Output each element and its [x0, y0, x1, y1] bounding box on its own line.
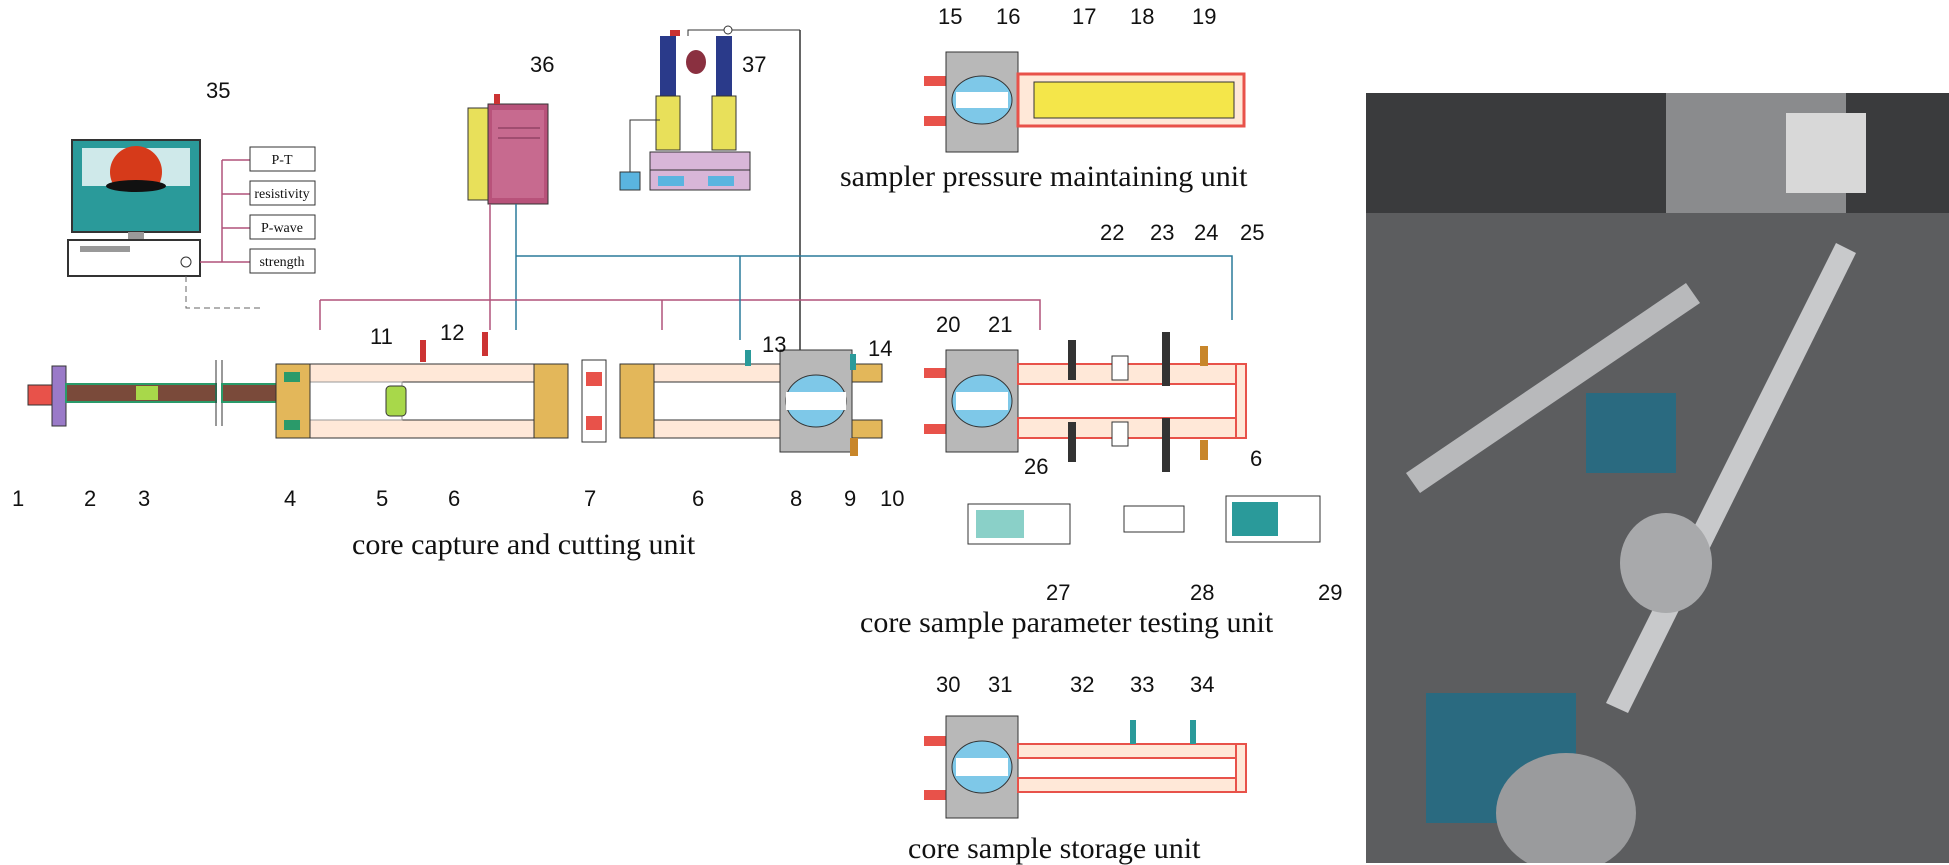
label-20: 20 [936, 312, 960, 337]
label-1: 1 [12, 486, 24, 511]
label-21: 21 [988, 312, 1012, 337]
label-6b: 6 [692, 486, 704, 511]
computer [67, 139, 201, 277]
label-6a: 6 [448, 486, 460, 511]
label-4: 4 [284, 486, 296, 511]
unit-title-capture: core capture and cutting unit [352, 528, 696, 561]
label-27: 27 [1046, 580, 1070, 605]
sensor-box-group: P-T resistivity P-wave strength [185, 146, 316, 309]
unit-title-pressure: sampler pressure maintaining unit [840, 160, 1248, 193]
apparatus-diagram: P-T resistivity P-wave strength [12, 4, 1342, 865]
label-3: 3 [138, 486, 150, 511]
label-2: 2 [84, 486, 96, 511]
label-36: 36 [530, 52, 554, 77]
unit-title-storage: core sample storage unit [908, 832, 1201, 865]
label-18: 18 [1130, 4, 1154, 29]
label-8: 8 [790, 486, 802, 511]
label-22: 22 [1100, 220, 1124, 245]
label-7: 7 [584, 486, 596, 511]
label-13: 13 [762, 332, 786, 357]
label-37: 37 [742, 52, 766, 77]
label-5: 5 [376, 486, 388, 511]
sensor-resistivity: resistivity [254, 187, 309, 202]
label-31: 31 [988, 672, 1012, 697]
label-23: 23 [1150, 220, 1174, 245]
label-11: 11 [370, 324, 393, 349]
apparatus-photo [1366, 93, 1949, 863]
capture-unit [27, 332, 883, 456]
label-28: 28 [1190, 580, 1214, 605]
sensor-strength: strength [259, 255, 304, 270]
number-labels: 1 2 3 4 5 6 7 6 8 9 10 11 12 13 14 15 16… [12, 4, 1342, 697]
label-35: 35 [206, 78, 230, 103]
testing-unit [924, 332, 1321, 545]
label-30: 30 [936, 672, 960, 697]
pipelines [319, 30, 1233, 360]
unit-title-testing: core sample parameter testing unit [860, 606, 1274, 639]
storage-unit [924, 715, 1247, 819]
label-12: 12 [440, 320, 464, 345]
sensor-pt: P-T [272, 153, 293, 168]
label-32: 32 [1070, 672, 1094, 697]
label-26: 26 [1024, 454, 1048, 479]
label-10: 10 [880, 486, 904, 511]
temperature-bath [467, 94, 549, 205]
label-15: 15 [938, 4, 962, 29]
label-9: 9 [844, 486, 856, 511]
label-29: 29 [1318, 580, 1342, 605]
pump-system [619, 25, 800, 191]
label-14: 14 [868, 336, 892, 361]
label-17: 17 [1072, 4, 1096, 29]
label-25: 25 [1240, 220, 1264, 245]
label-16: 16 [996, 4, 1020, 29]
label-19: 19 [1192, 4, 1216, 29]
label-6c: 6 [1250, 446, 1262, 471]
label-33: 33 [1130, 672, 1154, 697]
label-24: 24 [1194, 220, 1218, 245]
pressure-unit [924, 51, 1246, 153]
sensor-pwave: P-wave [261, 221, 303, 236]
label-34: 34 [1190, 672, 1214, 697]
